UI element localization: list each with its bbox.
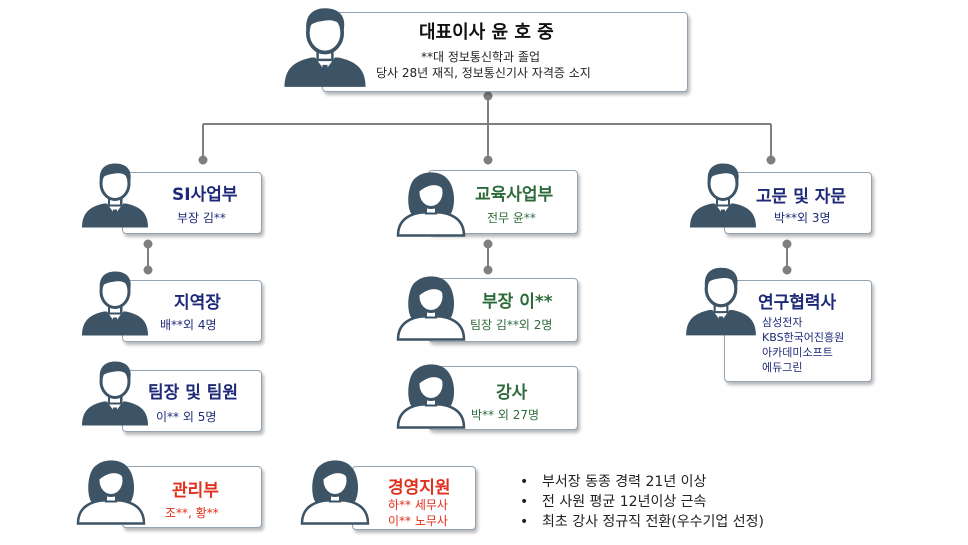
male-person-icon xyxy=(684,264,758,338)
note-item: 부서장 동종 경력 21년 이상 xyxy=(520,472,764,492)
female-person-icon xyxy=(396,360,466,430)
male-person-icon xyxy=(688,160,758,230)
research-partners-title: 연구협력사 xyxy=(758,293,837,313)
ceo-title: 대표이사 윤 호 중 xyxy=(419,22,554,43)
female-person-icon xyxy=(396,168,466,238)
female-person-icon xyxy=(396,272,466,342)
edu-head-title: 부장 이** xyxy=(482,292,553,312)
ceo-education: **대 정보통신학과 졸업 xyxy=(421,50,540,64)
notes-list: 부서장 동종 경력 21년 이상 전 사원 평균 12년이상 근속 최초 강사 … xyxy=(520,472,764,532)
management-labor: 이** 노무사 xyxy=(388,514,448,528)
management-tax: 하** 세무사 xyxy=(388,498,448,512)
note-item: 최초 강사 정규직 전환(우수기업 선정) xyxy=(520,512,764,532)
management-title: 경영지원 xyxy=(388,478,451,498)
team-staff: 이** 외 5명 xyxy=(156,410,217,424)
note-item: 전 사원 평균 12년이상 근속 xyxy=(520,492,764,512)
advisory-title: 고문 및 자문 xyxy=(756,187,847,207)
admin-staff: 조**, 황** xyxy=(165,506,219,520)
admin-title: 관리부 xyxy=(172,481,219,501)
regional-title: 지역장 xyxy=(174,293,221,313)
team-title: 팀장 및 팀원 xyxy=(148,383,239,403)
si-division-head: 부장 김** xyxy=(177,211,226,225)
female-person-icon xyxy=(76,456,146,526)
si-division-title: SI사업부 xyxy=(172,185,238,205)
edu-head-staff: 팀장 김**외 2명 xyxy=(470,318,553,332)
research-partner-3: 아카데미소프트 xyxy=(762,346,833,359)
ceo-career: 당사 28년 재직, 정보통신기사 자격증 소지 xyxy=(376,66,591,80)
instructors-title: 강사 xyxy=(496,383,528,403)
ceo-box xyxy=(322,12,688,92)
instructors-staff: 박** 외 27명 xyxy=(471,408,540,422)
research-partner-2: KBS한국어진흥원 xyxy=(762,331,845,344)
male-person-icon xyxy=(80,268,150,338)
education-division-title: 교육사업부 xyxy=(475,185,554,205)
male-person-icon xyxy=(282,4,368,90)
advisory-staff: 박**외 3명 xyxy=(774,211,831,225)
regional-staff: 배**외 4명 xyxy=(160,318,217,332)
research-partner-1: 삼성전자 xyxy=(762,316,803,329)
education-division-head: 전무 윤** xyxy=(487,211,536,225)
male-person-icon xyxy=(80,358,150,428)
management-box xyxy=(352,466,476,530)
admin-box xyxy=(122,466,262,528)
female-person-icon xyxy=(300,456,370,526)
research-partner-4: 에듀그린 xyxy=(762,361,803,374)
male-person-icon xyxy=(80,160,150,230)
